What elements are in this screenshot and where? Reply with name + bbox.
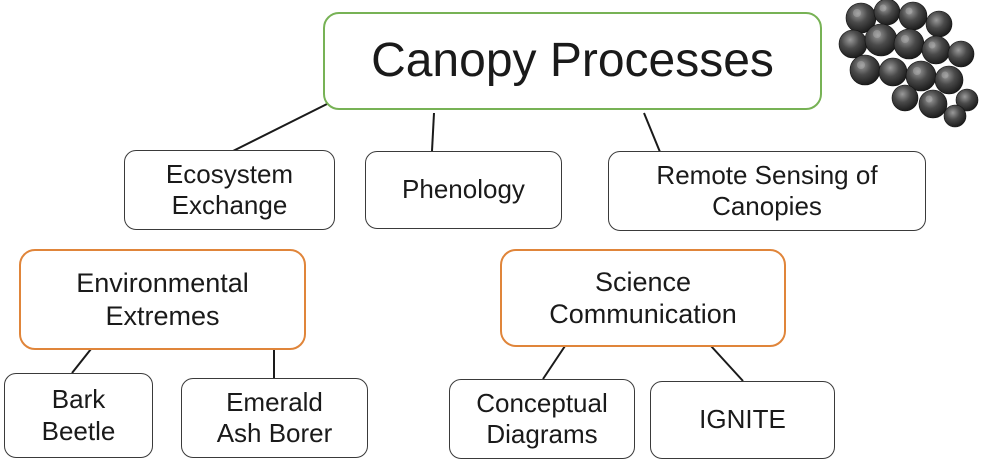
node-label-line: Remote Sensing of [656, 159, 878, 190]
link-extremes-bark [71, 348, 92, 374]
node-emerald-ash-borer: Emerald Ash Borer [181, 378, 368, 458]
node-label: Canopy Processes [371, 34, 774, 88]
node-conceptual-diagrams: Conceptual Diagrams [449, 379, 635, 459]
node-label-line: Ecosystem [165, 158, 294, 189]
link-scicomm-conceptual [542, 345, 566, 380]
node-label-line: Canopies [712, 191, 822, 221]
node-label-line: Science [594, 266, 692, 297]
node-label-line: Environmental [76, 268, 249, 299]
node-ignite: IGNITE [650, 381, 835, 459]
node-label-line: Conceptual [476, 387, 608, 418]
node-label-line: Phenology [402, 174, 525, 205]
node-label-line: Exchange [171, 190, 288, 220]
link-scicomm-ignite [710, 345, 744, 382]
node-science-communication: Science Communication [500, 249, 786, 347]
node-label-line: Communication [549, 299, 737, 329]
node-environmental-extremes: Environmental Extremes [19, 249, 306, 350]
node-canopy-processes: Canopy Processes [323, 12, 822, 110]
node-phenology: Phenology [365, 151, 562, 229]
link-root-ecosystem [230, 103, 328, 153]
link-root-remote-sensing [643, 112, 661, 153]
node-label-line: Extremes [105, 300, 220, 331]
node-label-line: Diagrams [486, 419, 598, 449]
link-root-phenology [431, 112, 435, 152]
node-remote-sensing: Remote Sensing of Canopies [608, 151, 926, 231]
node-bark-beetle: Bark Beetle [4, 373, 153, 458]
node-label-line: Emerald [226, 386, 323, 417]
tree-canopy-icon [838, 0, 979, 128]
node-ecosystem-exchange: Ecosystem Exchange [124, 150, 335, 230]
node-label-line: IGNITE [699, 404, 786, 435]
node-label-line: Beetle [41, 415, 116, 446]
node-label-line: Bark [51, 384, 106, 415]
node-label-line: Ash Borer [216, 418, 333, 448]
